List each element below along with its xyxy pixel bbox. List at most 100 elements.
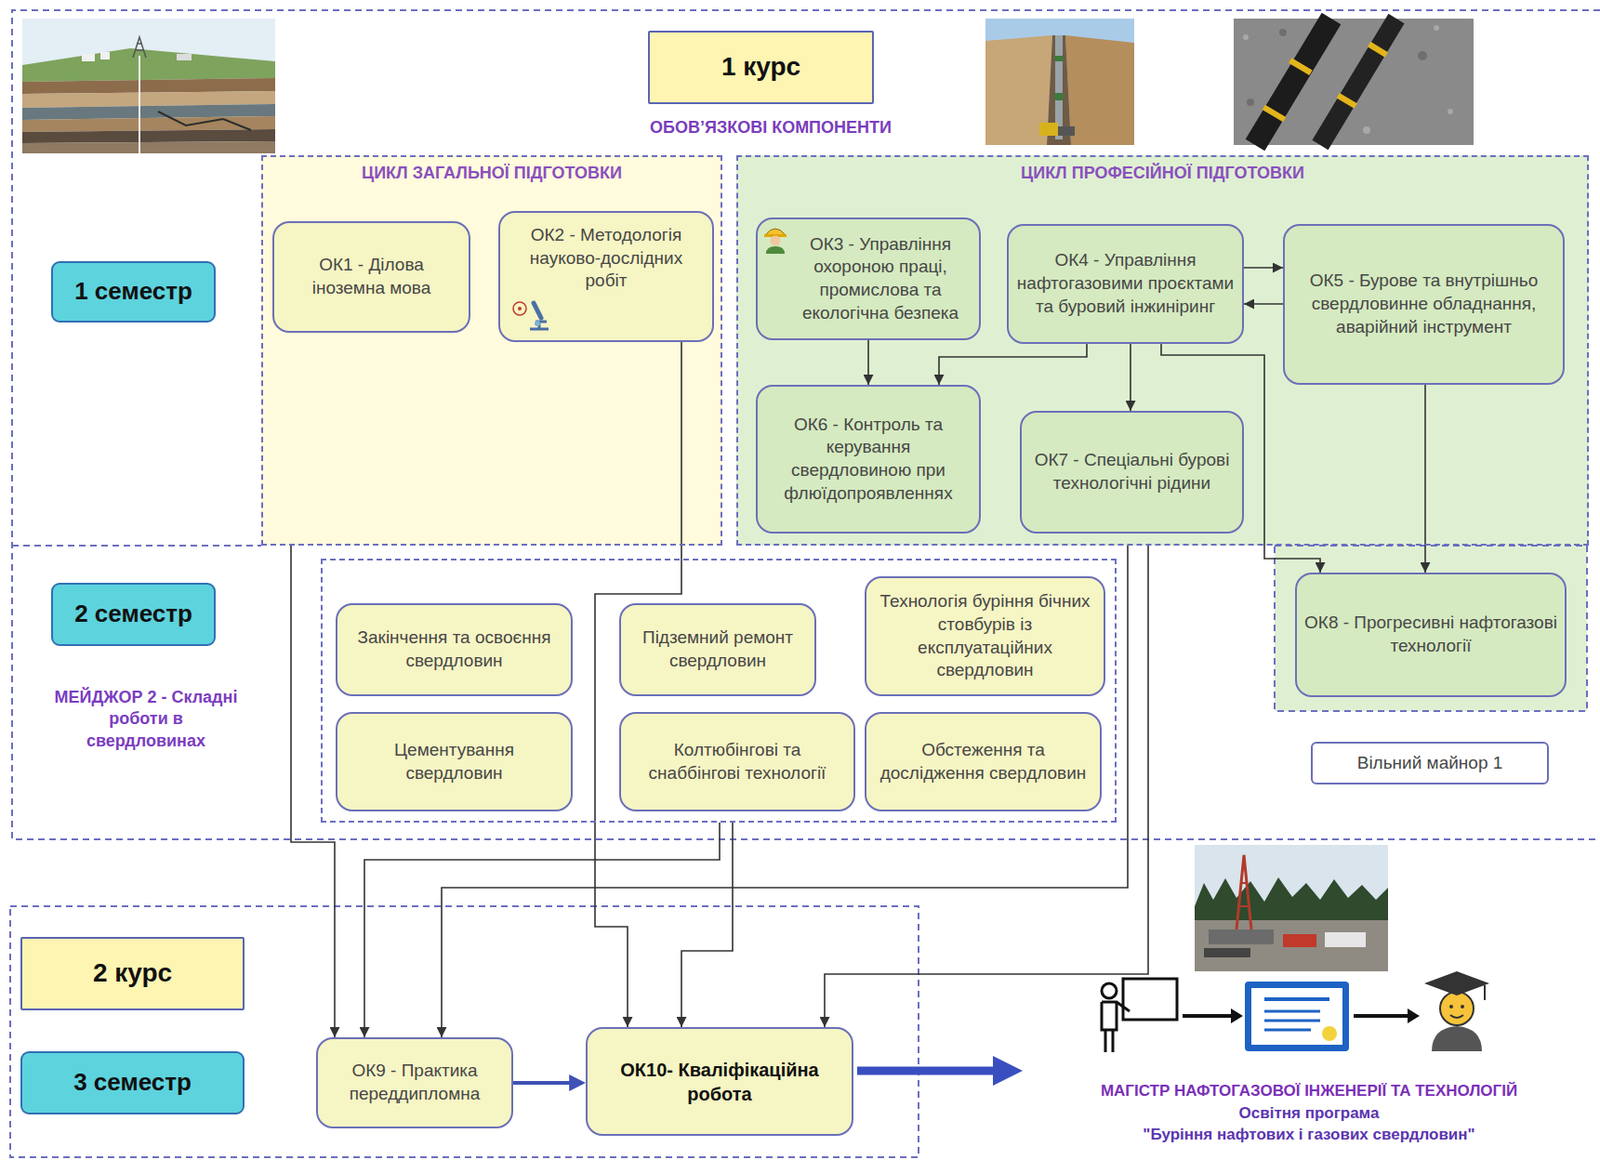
discipline-box: ОК8 - Прогресивні нафтогазові технології: [1295, 572, 1567, 698]
elective-box: Технологія буріння бічних стовбурів із е…: [864, 576, 1106, 697]
discipline-name: ОК9 - Практика переддипломна: [325, 1059, 504, 1106]
worker-icon-part: [770, 236, 781, 247]
drill-pipe-photo-part: [1320, 18, 1397, 146]
connector-arrow: [1243, 266, 1283, 269]
elective-name: Технологія буріння бічних стовбурів із е…: [873, 590, 1097, 683]
result-arrow-part: [857, 1067, 995, 1076]
discipline-box: ОК4 - Управління нафтогазовими проєктами…: [1006, 224, 1244, 344]
microscope-icon-part: [533, 303, 542, 318]
presenter-icon-part: [1101, 1002, 1130, 1053]
result-arrow: [857, 1056, 1023, 1086]
pipeline-photo-part: [1057, 126, 1075, 136]
worker-icon: [762, 222, 789, 254]
oilfield-photo-part: [22, 141, 276, 154]
cycle-region: ЦИКЛ ЗАГАЛЬНОЇ ПІДГОТОВКИ ОК1 - Ділова ін…: [261, 155, 723, 546]
pipeline-photo-part: [1065, 35, 1135, 146]
course-box: 1 курс: [647, 30, 874, 105]
minor-box: Вільний майнор 1: [1310, 741, 1549, 785]
region-fill: [261, 155, 1589, 712]
graduate-icon-part: [1431, 1026, 1482, 1052]
discipline-name: ОК2 - Методологія науково-дослідних робі…: [507, 224, 705, 293]
discipline-box: ОК9 - Практика переддипломна: [316, 1037, 514, 1129]
discipline-name: ОК7 - Спеціальні бурові технологічні рід…: [1029, 449, 1235, 495]
drill-pipe-photo-part: [1362, 126, 1371, 134]
drilling-rig-photo-part: [1194, 845, 1389, 972]
oilfield-photo-part: [22, 18, 276, 154]
certificate-icon-part: [1264, 1029, 1311, 1032]
major-heading: МЕЙДЖОР 2 - Складні роботи в свердловина…: [48, 687, 244, 753]
region-heading: ЦИКЛ ПРОФЕСІЙНОЇ ПІДГОТОВКИ: [738, 162, 1587, 185]
pipeline-photo-part: [985, 18, 1135, 146]
drill-pipe-photo-part: [1272, 110, 1276, 116]
drilling-rig-photo-part: [1239, 883, 1249, 907]
graduate-icon-part: [1424, 971, 1490, 996]
major-region: МЕЙДЖОР 2 - Складні роботи в свердловина…: [320, 558, 1117, 823]
drill-pipe-photo-part: [1233, 18, 1474, 146]
elective-name: Підземний ремонт свердловин: [628, 626, 807, 673]
oilfield-photo-part: [22, 129, 276, 144]
degree-label: МАГІСТР НАФТОГАЗОВОЇ ІНЖЕНЕРІЇ ТА ТЕХНОЛ…: [1100, 1082, 1518, 1101]
discipline-name: ОК1 - Ділова іноземна мова: [281, 253, 462, 300]
discipline-name: ОК3 - Управління охороною праці, промисл…: [789, 233, 972, 326]
discipline-name: ОК8 - Прогресивні нафтогазові технології: [1304, 611, 1558, 658]
elective-box: Цементування свердловин: [335, 712, 573, 812]
connector-arrow: [867, 340, 870, 385]
elective-name: Цементування свердловин: [344, 739, 564, 785]
graduate-icon-part: [1449, 1004, 1454, 1009]
discipline-box: ОК2 - Методологія науково-дослідних робі…: [498, 211, 715, 343]
flow-arrow-part: [1182, 1014, 1233, 1019]
connector-arrow: [1243, 303, 1283, 305]
region-heading: ЦИКЛ ЗАГАЛЬНОЇ ПІДГОТОВКИ: [263, 162, 721, 185]
semester-title: 1 семестр: [74, 276, 193, 308]
drill-pipe-photo-part: [1447, 108, 1454, 115]
connector-arrow: [364, 822, 720, 1038]
flow-arrow-part: [1407, 1008, 1420, 1024]
graduate-icon-part: [1460, 1004, 1465, 1009]
drill-pipe-photo-part: [1255, 18, 1332, 146]
presenter-icon-part: [1123, 978, 1177, 1020]
pipeline-photo-part: [1055, 92, 1064, 101]
drilling-rig-photo-part: [1324, 932, 1366, 948]
drill-pipe-photo-part: [1242, 34, 1249, 40]
drill-pipe-photo-part: [1417, 51, 1428, 61]
program-label: Освітня програма: [1239, 1104, 1380, 1124]
semester-title: 3 семестр: [73, 1067, 192, 1099]
discipline-name: ОК6 - Контроль та керування свердловиною…: [765, 413, 972, 506]
graduate-icon-part: [1483, 985, 1486, 1001]
oilfield-photo-part: [81, 53, 95, 62]
drill-pipe-photo: [1233, 18, 1474, 146]
connector-arrow: [1129, 343, 1132, 411]
drilling-rig-photo-part: [1208, 929, 1274, 945]
cycle-region: ЦИКЛ ПРОФЕСІЙНОЇ ПІДГОТОВКИ ОК3 - Управл…: [736, 155, 1589, 546]
drill-pipe-photo-part: [1246, 98, 1255, 106]
drill-pipe-photo-part: [1433, 25, 1440, 31]
dashed-frame-part: [12, 10, 1600, 840]
region-fill-part: [736, 155, 1589, 546]
elective-name: Обстеження та дослідження свердловин: [873, 739, 1093, 785]
section-label: ОБОВ’ЯЗКОВІ КОМПОНЕНТИ: [649, 118, 892, 139]
result-arrow-part: [992, 1056, 1023, 1086]
oilfield-photo-part: [176, 53, 192, 61]
oilfield-photo: [22, 18, 276, 154]
certificate-icon-part: [1264, 1010, 1321, 1014]
flow-arrow-part: [1230, 1008, 1243, 1024]
connector-arrow: [513, 1081, 580, 1085]
drilling-rig-photo-part: [1194, 877, 1389, 923]
connectors: [290, 267, 1426, 1084]
drill-pipe-photo-part: [1345, 98, 1349, 104]
discipline-name: ОК5 - Бурове та внутрішньо свердловинне …: [1292, 269, 1556, 339]
oilfield-photo-part: [158, 111, 252, 131]
elective-name: Закінчення та освоєння свердловин: [344, 626, 564, 673]
course-box: 2 курс: [20, 937, 245, 1011]
thesis-box: ОК10- Кваліфікаційна робота: [585, 1027, 854, 1137]
semester-box: 3 семестр: [20, 1051, 245, 1115]
elective-box: Колтюбінгові та снаббінгові технології: [619, 712, 856, 812]
certificate-icon-part: [1264, 997, 1330, 1002]
discipline-box: ОК1 - Ділова іноземна мова: [272, 221, 471, 333]
certificate-icon: [1244, 981, 1349, 1052]
elective-name: Колтюбінгові та снаббінгові технології: [628, 739, 847, 785]
semester-box: 1 семестр: [51, 261, 216, 323]
connector-arrow: [681, 822, 733, 1028]
